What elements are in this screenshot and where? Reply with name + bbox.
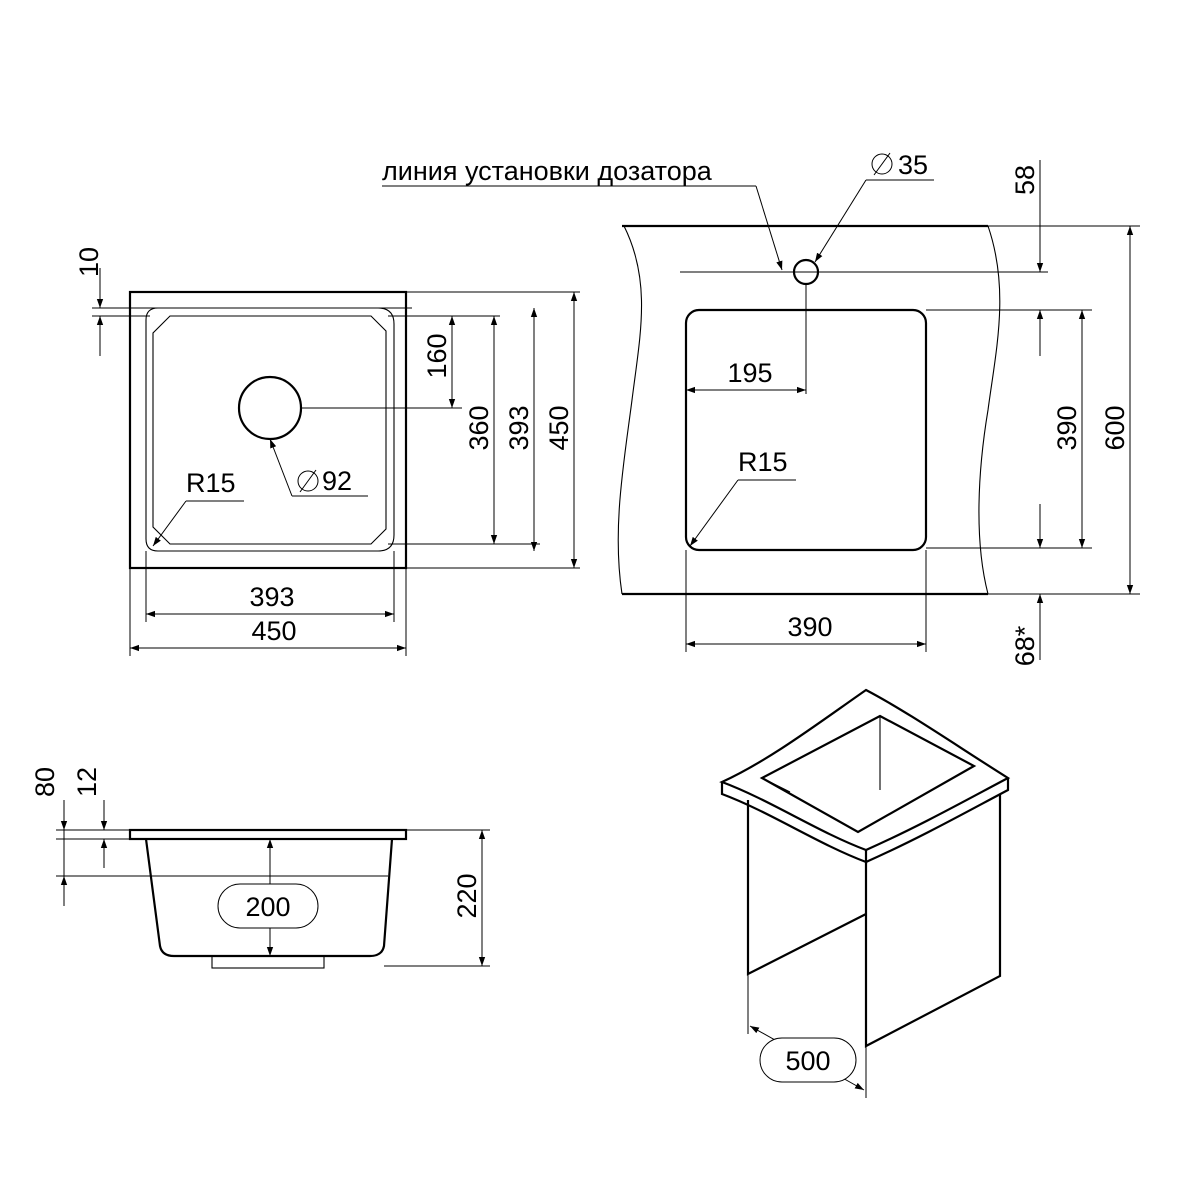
dim-600-label: 600 — [1100, 405, 1130, 450]
dim-58-label: 58 — [1010, 165, 1040, 195]
sink-outer-rim — [128, 290, 408, 570]
sink-rim-profile — [128, 828, 408, 841]
cutout-view: линия установки дозатора 35 195 R15 58 3… — [382, 150, 1140, 666]
dim-450-vertical-label: 450 — [544, 405, 574, 450]
dim-450-horizontal-label: 450 — [251, 616, 296, 646]
countertop-break-right — [978, 225, 1001, 595]
dim-12-label: 12 — [72, 767, 102, 797]
dim-r15-cutout-label: R15 — [738, 447, 788, 477]
side-view: 80 12 200 220 — [30, 767, 490, 969]
dim-80-label: 80 — [30, 767, 60, 797]
dim-195-label: 195 — [727, 358, 772, 388]
countertop-surface — [719, 688, 1011, 852]
dim-200-badge — [217, 883, 319, 929]
sink-opening — [759, 714, 977, 834]
dim-500-label: 500 — [785, 1046, 830, 1076]
dim-393-horizontal-label: 393 — [249, 582, 294, 612]
dim-390-vertical-label: 390 — [1052, 405, 1082, 450]
dim-dia-35-label: 35 — [898, 150, 928, 180]
dim-160-label: 160 — [422, 333, 452, 378]
sink-bowl — [152, 315, 387, 545]
diameter-symbol-35 — [871, 153, 893, 175]
sink-inner-rim — [145, 307, 395, 552]
countertop-thickness — [720, 782, 868, 864]
top-view: 10 160 360 393 450 92 R15 393 — [74, 247, 580, 656]
diameter-symbol-92 — [297, 470, 319, 492]
dim-390-horizontal-label: 390 — [787, 612, 832, 642]
dim-68-label: 68* — [1010, 625, 1040, 666]
dim-220-label: 220 — [452, 873, 482, 918]
dispenser-line-label: линия установки дозатора — [382, 156, 713, 186]
drain-hole — [237, 375, 303, 441]
dim-200-label: 200 — [245, 892, 290, 922]
dim-dia-92-label: 92 — [322, 466, 352, 496]
cabinet-isometric: 500 — [719, 688, 1011, 1098]
dim-360-label: 360 — [464, 405, 494, 450]
cabinet-front-panel — [864, 794, 1002, 1048]
dim-10-label: 10 — [74, 247, 104, 277]
dim-500-badge — [759, 1037, 857, 1083]
countertop-break-left — [617, 225, 643, 595]
dim-r15-top-label: R15 — [186, 468, 236, 498]
dim-393-vertical-label: 393 — [504, 405, 534, 450]
drain-fitting-profile — [211, 955, 325, 969]
